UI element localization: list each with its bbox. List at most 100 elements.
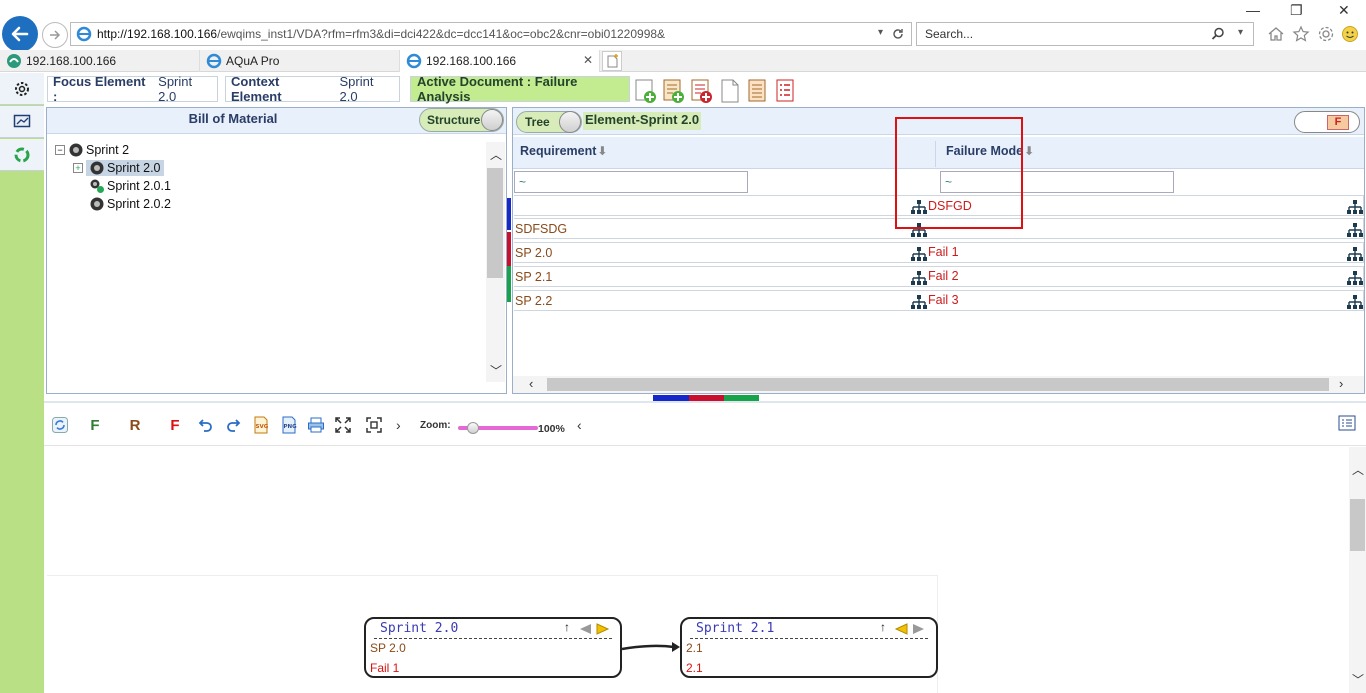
filter-f-toggle[interactable]: F bbox=[1294, 111, 1360, 133]
close-tab-icon[interactable]: ✕ bbox=[582, 53, 593, 67]
grid-horizontal-scrollbar[interactable]: ‹ › bbox=[513, 376, 1364, 393]
hierarchy-icon[interactable] bbox=[1346, 222, 1364, 238]
zoom-slider-knob[interactable] bbox=[467, 422, 479, 434]
tree-toggle[interactable]: Tree bbox=[516, 111, 582, 133]
close-window-button[interactable]: ✕ bbox=[1338, 2, 1350, 18]
print-icon[interactable] bbox=[307, 416, 325, 434]
new-tab-button[interactable] bbox=[602, 51, 622, 71]
play-left-icon[interactable] bbox=[894, 623, 908, 635]
requirement-column-header[interactable]: Requirement ⬇ bbox=[520, 144, 607, 158]
splitter-red[interactable] bbox=[689, 395, 724, 401]
grid-row[interactable]: SP 2.2 Fail 3 bbox=[514, 290, 1364, 311]
fullscreen-icon[interactable] bbox=[335, 417, 351, 433]
settings-gear-icon[interactable] bbox=[1317, 25, 1335, 43]
splitter-green[interactable] bbox=[724, 395, 759, 401]
home-icon[interactable] bbox=[1267, 25, 1285, 43]
refresh-icon[interactable] bbox=[891, 27, 905, 41]
tree-item-sprint-2[interactable]: − Sprint 2 bbox=[55, 141, 171, 159]
chevron-left-icon[interactable]: ‹ bbox=[577, 417, 582, 433]
scroll-up-icon[interactable]: ︿ bbox=[490, 148, 503, 162]
browser-tab-2[interactable]: AQuA Pro bbox=[200, 50, 400, 72]
grid-row[interactable]: SP 2.0 Fail 1 bbox=[514, 242, 1364, 263]
hierarchy-icon[interactable] bbox=[1346, 246, 1364, 262]
back-button[interactable] bbox=[2, 16, 38, 52]
scroll-thumb[interactable] bbox=[1350, 499, 1365, 551]
sort-down-icon[interactable]: ⬇ bbox=[1024, 144, 1035, 158]
browser-tab-1[interactable]: 192.168.100.166 bbox=[0, 50, 200, 72]
tree-item-sprint-2-0[interactable]: + Sprint 2.0 bbox=[73, 159, 171, 177]
restore-button[interactable]: ❐ bbox=[1290, 2, 1303, 18]
sidebar-settings-button[interactable] bbox=[0, 73, 44, 105]
redo-icon[interactable] bbox=[225, 417, 241, 433]
requirement-filter-input[interactable]: ~ bbox=[514, 171, 748, 193]
f-badge: F bbox=[1327, 115, 1349, 130]
fit-screen-icon[interactable] bbox=[366, 417, 382, 433]
delete-list-icon[interactable] bbox=[690, 78, 714, 104]
play-right-icon[interactable] bbox=[912, 623, 926, 635]
context-element-value[interactable]: Sprint 2.0 bbox=[339, 74, 374, 104]
sidebar-recycle-button[interactable] bbox=[0, 139, 44, 171]
export-png-icon[interactable]: PNG bbox=[280, 416, 298, 434]
focus-element-value[interactable]: Sprint 2.0 bbox=[158, 74, 193, 104]
scroll-right-icon[interactable]: › bbox=[1339, 376, 1344, 391]
sort-down-icon[interactable]: ⬇ bbox=[597, 144, 608, 158]
scroll-up-icon[interactable]: ︿ bbox=[1352, 463, 1365, 477]
minimize-button[interactable]: — bbox=[1246, 2, 1260, 18]
refresh-icon[interactable] bbox=[52, 417, 68, 433]
arrow-up-icon[interactable]: ↑ bbox=[880, 620, 886, 634]
scroll-left-icon[interactable]: ‹ bbox=[529, 376, 534, 391]
favorites-star-icon[interactable] bbox=[1292, 25, 1310, 43]
search-icon[interactable] bbox=[1211, 27, 1225, 41]
panel-list-icon[interactable] bbox=[1338, 415, 1356, 431]
scroll-thumb[interactable] bbox=[487, 168, 503, 278]
bom-scrollbar[interactable]: ︿ ﹀ bbox=[486, 142, 505, 382]
r-brown-button[interactable]: R bbox=[129, 416, 141, 434]
play-right-icon[interactable] bbox=[596, 623, 610, 635]
browser-tab-3[interactable]: 192.168.100.166 ✕ bbox=[400, 50, 600, 72]
hierarchy-icon[interactable] bbox=[1346, 270, 1364, 286]
failure-mode-column-header[interactable]: Failure Mode ⬇ bbox=[946, 144, 1034, 158]
canvas-scrollbar[interactable]: ︿ ﹀ bbox=[1349, 447, 1366, 693]
tree-item-sprint-2-0-2[interactable]: Sprint 2.0.2 bbox=[89, 195, 171, 213]
search-dropdown-icon[interactable]: ▾ bbox=[1237, 27, 1243, 38]
add-list-icon[interactable] bbox=[662, 78, 686, 104]
diagram-node-sprint-2-1[interactable]: Sprint 2.1 ↑ 2.1 2.1 bbox=[680, 617, 938, 678]
grid-row[interactable]: SP 2.1 Fail 2 bbox=[514, 266, 1364, 287]
f-green-button[interactable]: F bbox=[90, 416, 100, 434]
chevron-right-icon[interactable]: › bbox=[396, 417, 401, 433]
undo-icon[interactable] bbox=[198, 417, 214, 433]
scroll-down-icon[interactable]: ﹀ bbox=[490, 364, 503, 378]
play-left-icon[interactable] bbox=[578, 623, 592, 635]
smiley-feedback-icon[interactable] bbox=[1341, 25, 1359, 43]
export-svg-icon[interactable]: SVG bbox=[252, 416, 270, 434]
expand-icon[interactable]: + bbox=[73, 163, 83, 173]
diagram-node-sprint-2-0[interactable]: Sprint 2.0 ↑ SP 2.0 Fail 1 bbox=[364, 617, 622, 678]
hierarchy-icon[interactable] bbox=[1346, 199, 1364, 215]
url-field[interactable]: http://192.168.100.166/ewqims_inst1/VDA?… bbox=[70, 22, 912, 46]
hierarchy-icon[interactable] bbox=[910, 199, 928, 215]
tree-item-sprint-2-0-1[interactable]: Sprint 2.0.1 bbox=[89, 177, 171, 195]
structure-toggle[interactable]: Structure bbox=[419, 108, 504, 132]
scroll-thumb[interactable] bbox=[547, 378, 1329, 391]
hierarchy-icon[interactable] bbox=[1346, 294, 1364, 310]
zoom-slider-track[interactable] bbox=[458, 426, 538, 430]
failure-mode-filter-input[interactable]: ~ bbox=[940, 171, 1174, 193]
sidebar-monitor-button[interactable] bbox=[0, 106, 44, 138]
hierarchy-icon[interactable] bbox=[910, 270, 928, 286]
hierarchy-icon[interactable] bbox=[910, 246, 928, 262]
checklist-icon[interactable] bbox=[774, 78, 798, 104]
arrow-up-icon[interactable]: ↑ bbox=[564, 620, 570, 634]
f-red-button[interactable]: F bbox=[170, 416, 180, 434]
url-dropdown-icon[interactable]: ▾ bbox=[877, 27, 883, 38]
browser-search-input[interactable]: Search... ▾ bbox=[916, 22, 1254, 46]
hierarchy-icon[interactable] bbox=[910, 294, 928, 310]
add-document-icon[interactable] bbox=[634, 78, 658, 104]
list-document-icon[interactable] bbox=[746, 78, 770, 104]
blank-document-icon[interactable] bbox=[718, 78, 742, 104]
splitter-blue[interactable] bbox=[653, 395, 689, 401]
grid-row[interactable]: SDFSDG bbox=[514, 218, 1364, 239]
forward-button[interactable] bbox=[42, 22, 68, 48]
scroll-down-icon[interactable]: ﹀ bbox=[1352, 673, 1365, 687]
collapse-icon[interactable]: − bbox=[55, 145, 65, 155]
grid-row[interactable]: DSFGD bbox=[514, 195, 1364, 216]
